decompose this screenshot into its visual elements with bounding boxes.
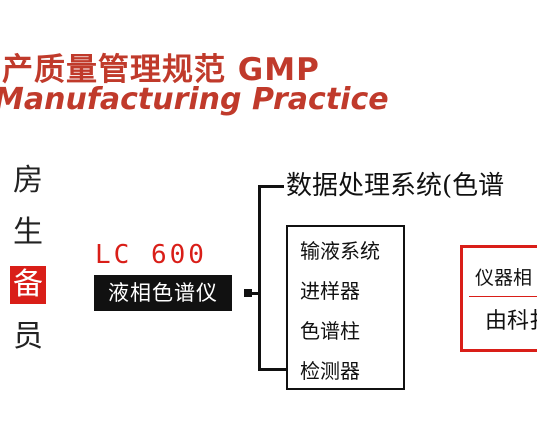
bracket-vertical bbox=[258, 185, 261, 371]
note-line-2: 由科扌 bbox=[485, 309, 537, 334]
bracket-bottom-arm bbox=[258, 368, 286, 371]
module-item-injector: 进样器 bbox=[300, 279, 360, 303]
side-char-3-highlighted: 备 bbox=[10, 266, 46, 304]
side-char-2: 生 bbox=[13, 215, 43, 250]
note-box: 仪器相 由科扌 bbox=[460, 245, 537, 352]
module-item-column: 色谱柱 bbox=[300, 319, 360, 343]
data-system-label: 数据处理系统(色谱 bbox=[286, 171, 505, 201]
bracket-top-arm bbox=[258, 185, 284, 188]
side-char-4: 员 bbox=[13, 319, 43, 354]
module-item-pump: 输液系统 bbox=[300, 239, 380, 263]
modules-box: 输液系统 进样器 色谱柱 检测器 bbox=[286, 225, 405, 390]
title-english: Manufacturing Practice bbox=[0, 82, 389, 117]
note-line-1: 仪器相 bbox=[475, 267, 533, 289]
note-divider bbox=[469, 296, 537, 297]
instrument-model-label: LC 600 bbox=[95, 240, 207, 270]
connector-horizontal bbox=[248, 292, 260, 295]
instrument-name-box: 液相色谱仪 bbox=[94, 275, 232, 311]
title-chinese: 产质量管理规范 GMP bbox=[2, 52, 320, 88]
side-char-1: 房 bbox=[13, 163, 43, 198]
module-item-detector: 检测器 bbox=[300, 359, 360, 383]
